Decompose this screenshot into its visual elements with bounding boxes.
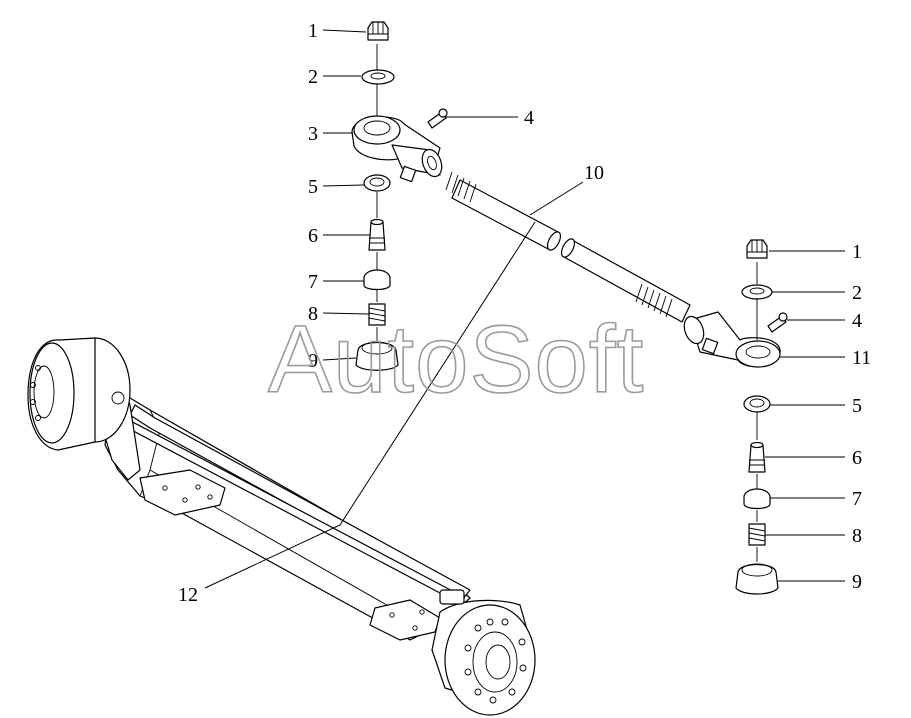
callout-tie-rod-10: 10 xyxy=(584,162,604,184)
callout-left-4: 4 xyxy=(524,107,534,129)
callout-right-4: 4 xyxy=(852,310,862,332)
tie-rod xyxy=(445,171,691,323)
right-wheel-hub xyxy=(431,589,536,716)
callout-axle-12: 12 xyxy=(178,584,198,606)
callout-right-6: 6 xyxy=(852,447,862,469)
front-axle-beam xyxy=(95,385,471,641)
callout-left-9: 9 xyxy=(308,350,318,372)
callout-left-1: 1 xyxy=(308,20,318,42)
callout-left-2: 2 xyxy=(308,66,318,88)
left-ball-joint-assembly xyxy=(351,21,448,371)
callout-right-5: 5 xyxy=(852,395,862,417)
callout-right-1: 1 xyxy=(852,241,862,263)
right-ball-joint-assembly xyxy=(683,239,788,595)
watermark-text: AutoSoft xyxy=(268,306,644,413)
leader-lines xyxy=(204,29,845,589)
callouts-right: 1 2 4 11 5 6 7 8 9 xyxy=(852,241,871,593)
left-wheel-hub xyxy=(27,337,131,451)
callout-left-7: 7 xyxy=(308,271,318,293)
callout-left-3: 3 xyxy=(308,123,318,145)
callout-right-11: 11 xyxy=(852,347,871,369)
callout-left-5: 5 xyxy=(308,176,318,198)
callout-right-8: 8 xyxy=(852,525,862,547)
callout-right-9: 9 xyxy=(852,571,862,593)
callout-right-7: 7 xyxy=(852,488,862,510)
callouts-left: 1 2 3 4 5 6 7 8 9 xyxy=(308,20,534,372)
callout-left-6: 6 xyxy=(308,225,318,247)
callout-right-2: 2 xyxy=(852,282,862,304)
callout-left-8: 8 xyxy=(308,303,318,325)
